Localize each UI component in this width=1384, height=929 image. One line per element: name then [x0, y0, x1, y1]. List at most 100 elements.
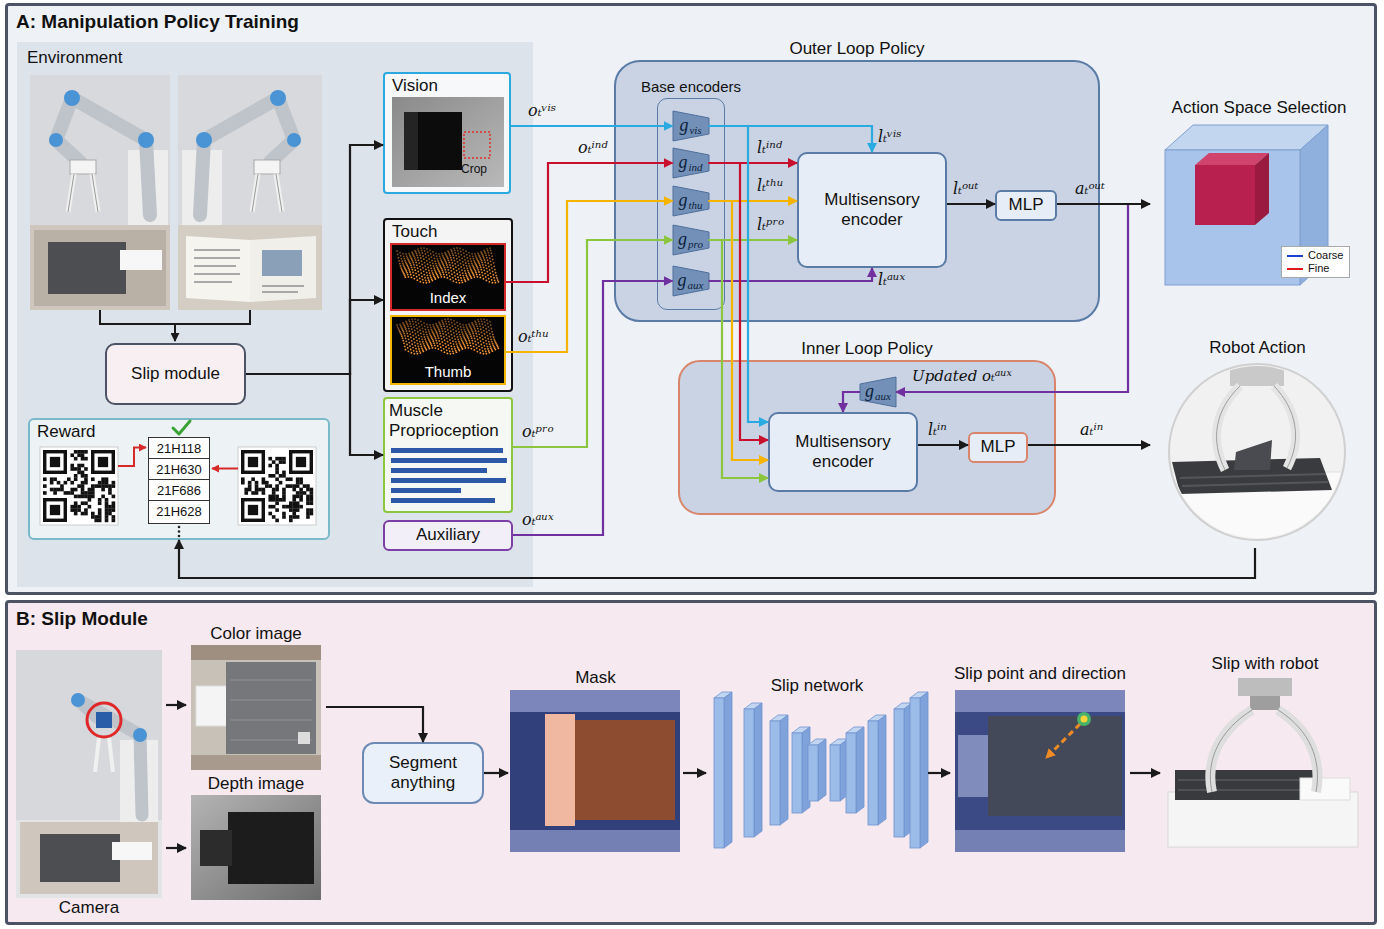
qr-code — [292, 501, 296, 505]
qr-code — [88, 495, 92, 499]
point-cloud — [467, 277, 469, 279]
point-cloud — [414, 353, 416, 355]
point-cloud — [438, 271, 440, 273]
action-cube — [1165, 125, 1328, 150]
point-cloud — [464, 331, 466, 333]
point-cloud — [464, 279, 466, 281]
point-cloud — [444, 276, 446, 278]
point-cloud — [464, 338, 466, 340]
point-cloud — [440, 346, 442, 348]
point-cloud — [439, 264, 441, 266]
point-cloud — [401, 260, 403, 262]
point-cloud — [440, 266, 442, 268]
policy-box: gvisgindgthugprogauxBase encodersMultise… — [614, 60, 1100, 322]
point-cloud — [425, 269, 427, 271]
point-cloud — [451, 273, 453, 275]
point-cloud — [438, 321, 440, 323]
qr-code — [279, 481, 283, 485]
robot-photo — [128, 150, 168, 225]
qr-code — [244, 501, 261, 518]
point-cloud — [488, 278, 490, 280]
qr-code — [272, 491, 276, 495]
point-cloud — [443, 258, 445, 260]
point-cloud — [402, 253, 404, 255]
qr-code — [306, 512, 310, 516]
point-cloud — [461, 269, 463, 271]
point-cloud — [418, 334, 420, 336]
point-cloud — [466, 334, 468, 336]
qr-code — [53, 491, 57, 495]
point-cloud — [493, 338, 495, 340]
point-cloud — [398, 328, 400, 330]
point-cloud — [450, 257, 452, 259]
point-cloud — [457, 347, 459, 349]
qr-code — [81, 474, 85, 478]
point-cloud — [474, 276, 476, 278]
point-cloud — [478, 321, 480, 323]
network-layers — [754, 703, 762, 837]
trapezoid-outline — [673, 186, 709, 216]
panel: CameraColor imageDepth imageSegment anyt… — [5, 600, 1377, 925]
point-cloud — [478, 330, 480, 332]
point-cloud — [485, 254, 487, 256]
point-cloud — [440, 257, 442, 259]
point-cloud — [468, 279, 470, 281]
point-cloud — [433, 333, 435, 335]
point-cloud — [495, 342, 497, 344]
point-cloud — [411, 352, 413, 354]
muscle-bars — [391, 478, 506, 483]
point-cloud — [420, 281, 422, 283]
point-cloud — [459, 271, 461, 273]
point-cloud — [470, 258, 472, 260]
point-cloud — [461, 347, 463, 349]
point-cloud — [485, 264, 487, 266]
node-label: Depth image — [208, 774, 304, 794]
robot-action-photo — [1234, 440, 1272, 470]
qr-code — [81, 453, 85, 457]
qr-code — [81, 450, 85, 454]
network-layers — [894, 703, 912, 837]
point-cloud — [401, 258, 403, 260]
network-layers — [894, 709, 904, 837]
point-cloud — [456, 333, 458, 335]
point-cloud — [442, 330, 444, 332]
point-cloud — [441, 350, 443, 352]
point-cloud — [458, 328, 460, 330]
point-cloud — [439, 272, 441, 274]
connector — [1130, 772, 1160, 774]
node-label: Index — [430, 289, 467, 307]
point-cloud — [459, 344, 461, 346]
qr-code — [105, 512, 109, 516]
point-cloud — [432, 332, 434, 334]
point-cloud — [413, 350, 415, 352]
point-cloud — [464, 256, 466, 258]
point-cloud — [490, 276, 492, 278]
point-cloud — [481, 332, 483, 334]
point-cloud — [490, 338, 492, 340]
action-cube — [1195, 165, 1255, 225]
point-cloud — [445, 262, 447, 264]
point-cloud — [406, 333, 408, 335]
connector — [179, 540, 1255, 578]
point-cloud — [459, 323, 461, 325]
point-cloud — [470, 269, 472, 271]
point-cloud — [416, 264, 418, 266]
qr-code — [306, 501, 310, 505]
point-cloud — [474, 341, 476, 343]
qr-code — [306, 498, 310, 502]
point-cloud — [459, 282, 461, 284]
point-cloud — [470, 328, 472, 330]
point-cloud — [483, 269, 485, 271]
label-slot: lₜᵗʰᵘ — [757, 177, 783, 195]
point-cloud — [421, 338, 423, 340]
point-cloud — [479, 323, 481, 325]
point-cloud — [419, 341, 421, 343]
point-cloud — [426, 272, 428, 274]
point-cloud — [492, 282, 494, 284]
qr-code — [262, 481, 266, 485]
qr-code — [306, 484, 310, 488]
robot-photo — [270, 90, 286, 106]
qr-code — [81, 484, 85, 488]
robot-photo — [49, 133, 63, 147]
